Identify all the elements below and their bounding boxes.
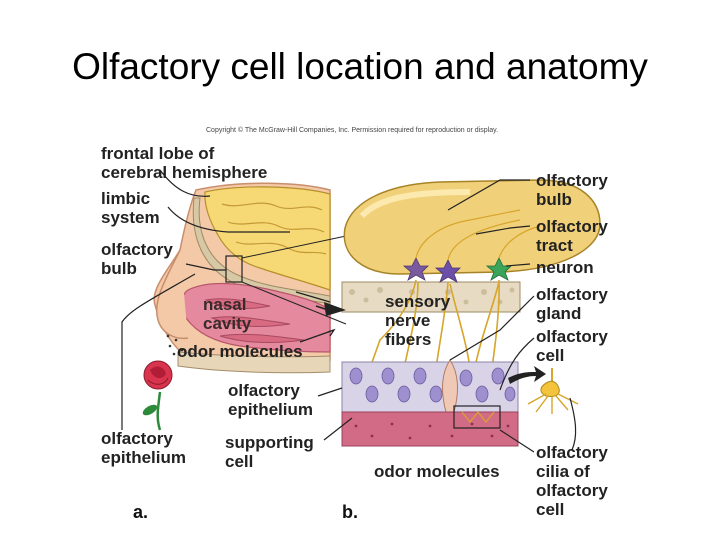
arrows [315, 302, 546, 384]
label-olfactory-gland: olfactory gland [536, 285, 608, 323]
panel-a-leader-lines [121, 169, 331, 430]
flower-illustration [142, 360, 173, 431]
label-olfactory-bulb-a: olfactory bulb [101, 240, 173, 278]
label-olfactory-bulb-b: olfactory bulb [536, 171, 608, 209]
label-nasal-cavity: nasal cavity [203, 295, 252, 333]
copyright-notice: Copyright © The McGraw-Hill Companies, I… [206, 127, 499, 134]
label-neuron: neuron [536, 258, 594, 277]
panel-letter-a: a. [133, 502, 149, 522]
cribriform-plate [341, 281, 521, 313]
label-odor-molecules-a: odor molecules [177, 342, 303, 361]
slide-title: Olfactory cell location and anatomy [72, 46, 648, 87]
label-olfactory-epithelium-b: olfactory epithelium [228, 381, 314, 419]
label-olfactory-cilia: olfactory cilia of olfactory cell [536, 443, 608, 519]
label-olfactory-tract: olfactory tract [536, 217, 608, 255]
panel-letter-b: b. [342, 502, 358, 522]
isolated-olfactory-cell [527, 368, 579, 414]
label-olfactory-cell: olfactory cell [536, 327, 608, 365]
zoom-connector-lines [241, 235, 347, 325]
head-cross-section [153, 182, 331, 374]
olfactory-epithelium-tissue [341, 359, 519, 447]
olfactory-bulb-shape [343, 179, 601, 275]
label-sensory-nerve-fibers: sensory nerve fibers [385, 292, 451, 349]
label-limbic-system: limbic system [101, 189, 160, 227]
label-odor-molecules-b: odor molecules [374, 462, 500, 481]
bulb-neurons [402, 209, 541, 283]
label-olfactory-epithelium-a: olfactory epithelium [101, 429, 187, 467]
sensory-nerve-fibers [369, 279, 500, 373]
label-supporting-cell: supporting cell [225, 433, 314, 471]
panel-b-leader-lines [317, 179, 577, 453]
label-frontal-lobe: frontal lobe of cerebral hemisphere [101, 144, 268, 182]
odor-arrows [299, 328, 336, 343]
